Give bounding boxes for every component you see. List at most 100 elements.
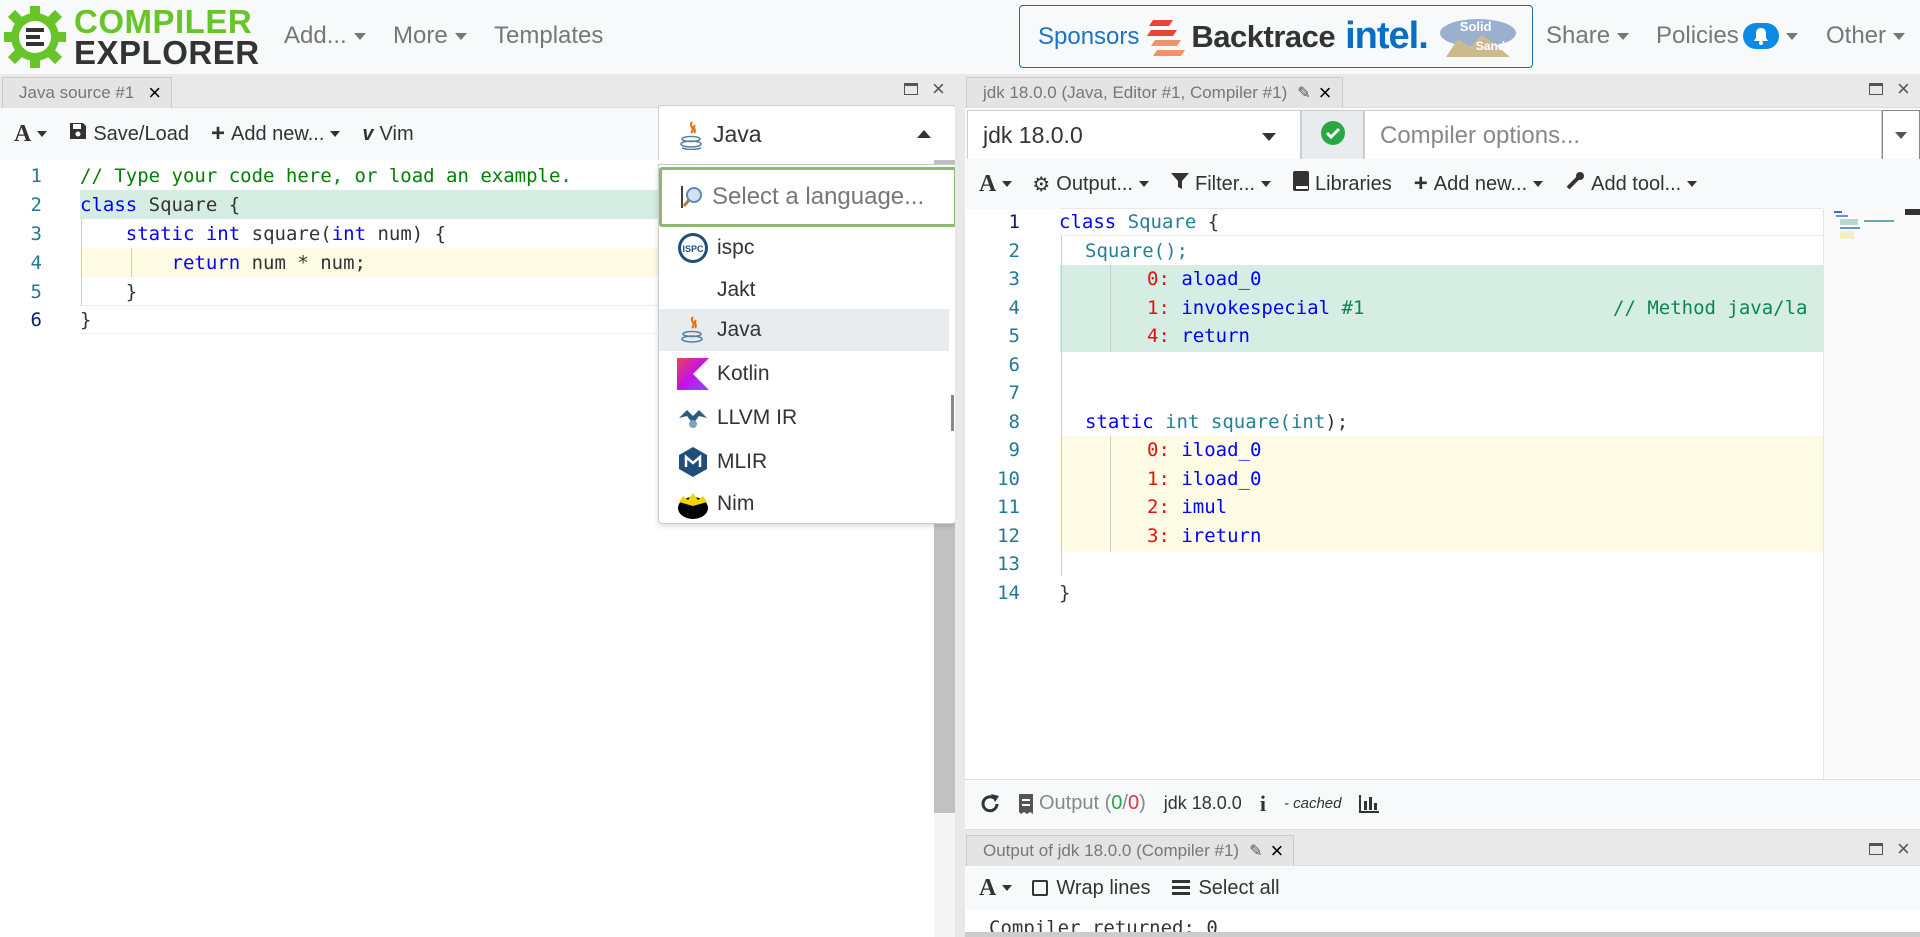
pane-splitter[interactable]: [955, 74, 965, 937]
chevron-down-icon: [1262, 133, 1276, 141]
mlir-icon: [677, 446, 709, 478]
compiler-select-value: jdk 18.0.0: [983, 122, 1083, 148]
wrench-icon: [1565, 171, 1585, 197]
refresh-icon[interactable]: [979, 793, 1001, 815]
asm-type: Square: [1127, 211, 1197, 233]
asm-minimap[interactable]: [1823, 209, 1920, 779]
maximize-icon[interactable]: [1869, 843, 1883, 855]
close-icon[interactable]: ×: [1897, 76, 1910, 101]
compiler-options-dropdown[interactable]: [1882, 110, 1920, 161]
asm-scrollbar[interactable]: [1905, 209, 1920, 215]
nav-policies-menu[interactable]: Policies: [1656, 22, 1798, 50]
language-option-nim[interactable]: Nim: [659, 483, 949, 525]
filter-button[interactable]: Filter...: [1171, 172, 1272, 196]
chevron-down-icon: [1687, 181, 1698, 187]
language-option-mlir[interactable]: MLIR: [659, 441, 949, 483]
select-all-button[interactable]: Select all: [1172, 876, 1280, 900]
sponsors-box[interactable]: Sponsors Backtrace intel. Solid Sands: [1019, 5, 1533, 68]
close-icon[interactable]: ×: [932, 76, 945, 101]
libraries-button[interactable]: Libraries: [1293, 171, 1392, 197]
save-icon: [69, 122, 87, 146]
nav-other-menu[interactable]: Other: [1826, 22, 1906, 50]
asm-current-line: [1060, 208, 1823, 236]
language-option-llvm-ir[interactable]: LLVM IR: [659, 397, 949, 439]
close-icon[interactable]: ×: [148, 80, 162, 105]
add-new-button[interactable]: + Add new...: [1414, 170, 1544, 198]
pencil-icon[interactable]: ✎: [1249, 843, 1263, 860]
logo-line-explorer: EXPLORER: [74, 34, 260, 71]
indent-guide: [1110, 265, 1111, 352]
nav-templates[interactable]: Templates: [494, 22, 603, 50]
nim-crown-icon: [677, 488, 709, 520]
add-new-button[interactable]: + Add new...: [211, 120, 341, 148]
kotlin-icon: [677, 358, 709, 390]
tab-java-source[interactable]: Java source #1 ×: [2, 77, 173, 108]
asm-highlight-block-2: [1060, 436, 1823, 552]
compiler-select[interactable]: jdk 18.0.0: [967, 110, 1301, 161]
maximize-icon[interactable]: [1869, 83, 1883, 95]
code-text: num) {: [366, 223, 447, 245]
vim-button[interactable]: v Vim: [362, 123, 413, 146]
language-option-label: Jakt: [717, 278, 756, 301]
line-number: 6: [30, 309, 42, 331]
asm-line: 1: invokespecial #1: [1147, 294, 1364, 323]
language-search-input[interactable]: Select a language...: [659, 167, 957, 227]
close-icon[interactable]: ×: [1897, 836, 1910, 861]
font-size-button[interactable]: A: [14, 121, 48, 148]
info-icon[interactable]: i: [1259, 790, 1266, 816]
font-size-button[interactable]: A: [979, 171, 1013, 198]
nav-add-menu[interactable]: Add...: [284, 22, 366, 50]
asm-reference: #1: [1341, 297, 1365, 319]
asm-highlight-block-1: [1060, 265, 1823, 352]
language-option-label: LLVM IR: [717, 406, 798, 429]
language-option-ispc[interactable]: ISPC ispc: [659, 227, 949, 269]
maximize-icon[interactable]: [904, 83, 918, 95]
cached-label: - cached: [1283, 795, 1342, 812]
chart-icon[interactable]: [1359, 794, 1380, 813]
chevron-down-icon: [353, 32, 366, 40]
line-number: 9: [1008, 439, 1020, 461]
add-new-label: Add new...: [1433, 172, 1528, 195]
language-select[interactable]: Java: [658, 105, 956, 164]
compiler-explorer-logo[interactable]: COMPILER EXPLORER: [2, 2, 259, 72]
font-size-button[interactable]: A: [979, 875, 1013, 902]
logo-text: COMPILER EXPLORER: [74, 5, 260, 71]
line-number: 12: [997, 525, 1020, 547]
asm-type: int: [1165, 411, 1200, 433]
asm-instruction: iload_0: [1181, 468, 1262, 490]
language-option-kotlin[interactable]: Kotlin: [659, 353, 949, 395]
language-option-java[interactable]: Java: [659, 309, 949, 351]
code-line: return num * num;: [80, 249, 366, 278]
line-number: 4: [30, 252, 42, 274]
line-number: 10: [997, 468, 1020, 490]
output-status-button[interactable]: Output (0/0): [1019, 792, 1146, 815]
filter-label: Filter...: [1195, 172, 1256, 195]
close-icon[interactable]: ×: [1318, 80, 1332, 105]
asm-text: );: [1325, 411, 1349, 433]
tab-output[interactable]: Output of jdk 18.0.0 (Compiler #1) ✎ ×: [966, 835, 1295, 866]
nav-share-menu[interactable]: Share: [1546, 22, 1630, 50]
save-load-button[interactable]: Save/Load: [69, 122, 189, 146]
compiler-name-label: jdk 18.0.0: [1163, 793, 1242, 813]
dropdown-scrollbar[interactable]: [951, 395, 954, 431]
compiler-options-input[interactable]: Compiler options...: [1364, 110, 1882, 161]
close-icon[interactable]: ×: [1270, 838, 1284, 863]
pencil-icon[interactable]: ✎: [1297, 85, 1311, 102]
asm-offset: 1:: [1147, 297, 1170, 319]
output-hscroll[interactable]: [965, 932, 1920, 937]
output-close-paren: ): [1139, 792, 1146, 814]
nav-more-menu[interactable]: More: [393, 22, 467, 50]
add-tool-button[interactable]: Add tool...: [1565, 171, 1698, 197]
compile-status[interactable]: [1301, 110, 1364, 161]
output-content[interactable]: Compiler returned: 0: [965, 910, 1920, 937]
tab-compiler[interactable]: jdk 18.0.0 (Java, Editor #1, Compiler #1…: [966, 77, 1343, 108]
output-options-button[interactable]: ⚙ Output...: [1032, 172, 1149, 197]
language-option-jakt[interactable]: Jakt: [659, 269, 949, 311]
asm-offset: 0:: [1147, 268, 1170, 290]
code-keyword: class: [80, 194, 138, 216]
receipt-icon: [1019, 793, 1033, 814]
select-all-label: Select all: [1198, 876, 1280, 899]
asm-line: class Square {: [1059, 208, 1219, 237]
wrap-lines-toggle[interactable]: Wrap lines: [1032, 877, 1150, 900]
backtrace-logo-icon: [1147, 18, 1186, 56]
